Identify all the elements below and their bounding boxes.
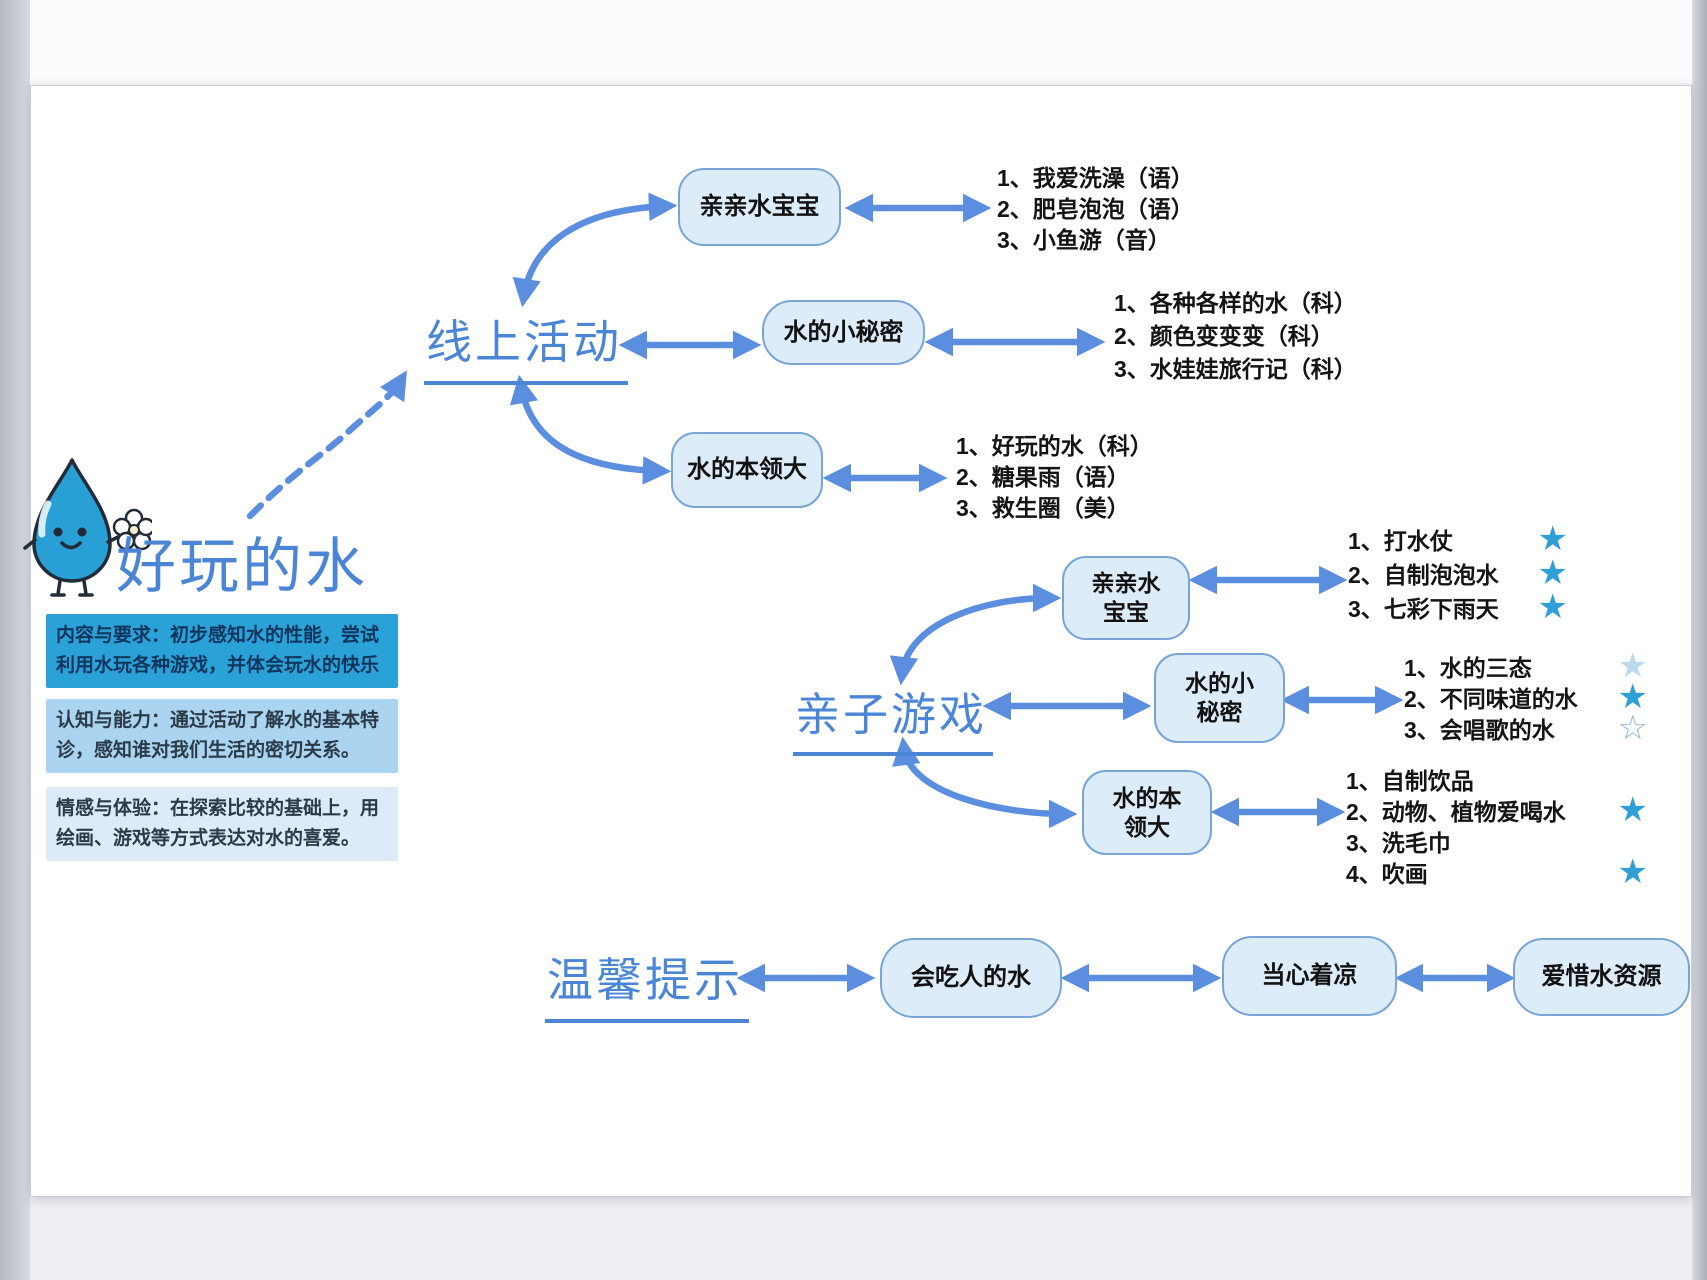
list-item: 2、自制泡泡水★ (1348, 554, 1568, 592)
water-drop-mascot (23, 458, 152, 597)
list-item: 1、好玩的水（科） (956, 432, 1153, 459)
list-item: 1、我爱洗澡（语） (997, 164, 1194, 191)
node-shuide-benlingda-1[interactable]: 水的本领大 (671, 432, 823, 508)
node-aixi-shuiziyuan[interactable]: 爱惜水资源 (1513, 938, 1690, 1016)
list-item: 2、不同味道的水★ (1404, 677, 1648, 716)
node-huichirende-shui[interactable]: 会吃人的水 (880, 938, 1062, 1018)
star-icon: ★ (1537, 520, 1568, 558)
star-icon: ★ (1617, 677, 1648, 716)
star-icon: ★ (1537, 554, 1568, 592)
star-icon: ★ (1617, 646, 1648, 685)
eye-right (77, 527, 87, 537)
list-item: 2、颜色变变变（科） (1114, 322, 1334, 349)
list-item: 3、会唱歌的水☆ (1404, 708, 1648, 747)
node-shuide-benlingda-2[interactable]: 水的本领大 (1082, 770, 1212, 855)
list-item: 3、洗毛巾 (1346, 829, 1451, 856)
list-item: 2、糖果雨（语） (956, 463, 1130, 490)
top-margin-band (30, 0, 1692, 85)
list-item: 3、小鱼游（音） (997, 226, 1171, 253)
branch-label-warm-tips[interactable]: 温馨提示 (545, 944, 749, 1023)
list-item: 1、各种各样的水（科） (1114, 289, 1357, 316)
drop-body (32, 458, 112, 583)
info-box-content-requirements[interactable]: 内容与要求：初步感知水的性能，尝试利用水玩各种游戏，并体会玩水的快乐 (46, 614, 398, 689)
star-icon: ★ (1617, 852, 1648, 891)
list-games-benling: 1、自制饮品 2、动物、植物爱喝水★ 3、洗毛巾 4、吹画★ (1346, 763, 1648, 891)
branch-label-online-activities[interactable]: 线上活动 (424, 306, 628, 385)
flower-icon (112, 508, 152, 551)
node-qinqin-shuibaobao-1[interactable]: 亲亲水宝宝 (678, 168, 841, 246)
legs (56, 579, 88, 596)
node-qinqin-shuibaobao-2[interactable]: 亲亲水宝宝 (1062, 556, 1190, 640)
list-item: 2、肥皂泡泡（语） (997, 195, 1194, 222)
star-icon: ★ (1617, 790, 1648, 829)
right-gray-strip (1692, 0, 1707, 1280)
node-dangxin-zhaoliang[interactable]: 当心着凉 (1222, 936, 1397, 1016)
list-item: 2、动物、植物爱喝水★ (1346, 790, 1648, 829)
star-outline-icon: ☆ (1617, 708, 1648, 747)
arm-left (23, 538, 37, 550)
list-item: 3、救生圈（美） (956, 494, 1130, 521)
eye-left (53, 527, 63, 537)
list-item: 1、水的三态★ (1404, 646, 1648, 685)
list-item: 3、七彩下雨天★ (1348, 588, 1568, 626)
drop-highlight (38, 500, 52, 538)
smile (60, 541, 82, 550)
list-online-qinqin: 1、我爱洗澡（语） 2、肥皂泡泡（语） 3、小鱼游（音） (997, 160, 1194, 253)
list-item: 1、打水仗★ (1348, 520, 1568, 558)
page-title: 好玩的水 (116, 533, 368, 600)
list-item: 3、水娃娃旅行记（科） (1114, 355, 1357, 382)
star-icon: ★ (1537, 588, 1568, 626)
list-games-mimi: 1、水的三态★ 2、不同味道的水★ 3、会唱歌的水☆ (1404, 646, 1648, 747)
list-item: 4、吹画★ (1346, 852, 1648, 891)
info-box-cognition-ability[interactable]: 认知与能力：通过活动了解水的基本特诊，感知谁对我们生活的密切关系。 (46, 699, 398, 774)
list-games-qinqin: 1、打水仗★ 2、自制泡泡水★ 3、七彩下雨天★ (1348, 522, 1568, 624)
info-box-emotion-experience[interactable]: 情感与体验：在探索比较的基础上，用绘画、游戏等方式表达对水的喜爱。 (46, 787, 398, 862)
node-shuide-xiaomimi-1[interactable]: 水的小秘密 (762, 300, 925, 365)
left-gray-strip (0, 0, 30, 1280)
list-item: 1、自制饮品 (1346, 767, 1474, 794)
list-online-mimi: 1、各种各样的水（科） 2、颜色变变变（科） 3、水娃娃旅行记（科） (1114, 284, 1357, 383)
list-online-benling: 1、好玩的水（科） 2、糖果雨（语） 3、救生圈（美） (956, 428, 1153, 521)
branch-label-parent-child-games[interactable]: 亲子游戏 (793, 678, 994, 756)
node-shuide-xiaomimi-2[interactable]: 水的小秘密 (1154, 653, 1285, 743)
